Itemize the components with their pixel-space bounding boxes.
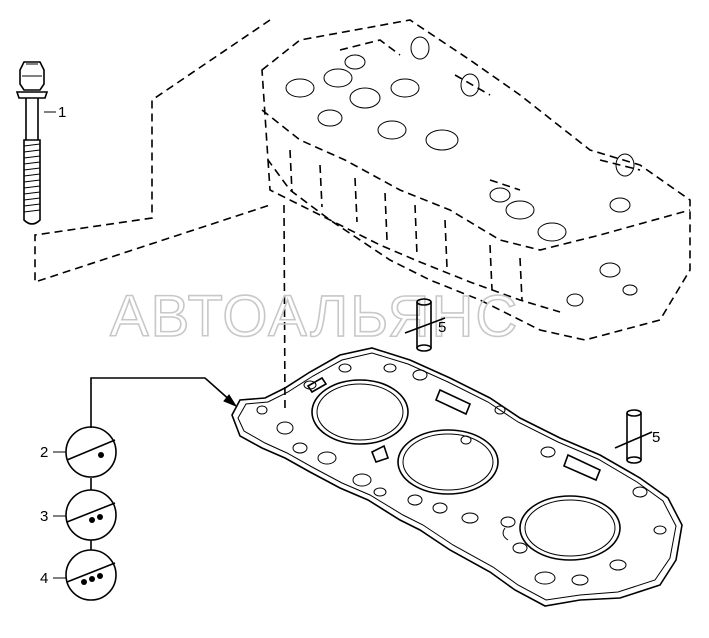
gasket-alignment-dashed bbox=[283, 204, 286, 411]
callout-ticks bbox=[53, 451, 66, 579]
watermark: АВТОАЛЬЯНС bbox=[110, 284, 519, 349]
callout-bolt: 1 bbox=[58, 104, 66, 121]
callout-dowel-lower: 5 bbox=[652, 429, 660, 446]
cylinder-head bbox=[261, 19, 691, 341]
gasket-variant-detail-1hole bbox=[65, 426, 117, 478]
gasket-variant-detail-2hole bbox=[65, 489, 117, 541]
callout-variant-b: 3 bbox=[40, 508, 48, 525]
variant-leader bbox=[90, 377, 233, 428]
dowel-pin-lower bbox=[614, 409, 653, 464]
gasket-variant-detail-3hole bbox=[65, 549, 117, 601]
dowel-pin-upper bbox=[404, 298, 446, 352]
cylinder-head-bolt bbox=[15, 61, 56, 225]
leader-arrowhead bbox=[223, 394, 238, 408]
bolt-leader-dashed bbox=[34, 19, 271, 284]
cylinder-head-gasket bbox=[231, 347, 683, 607]
callout-variant-a: 2 bbox=[40, 444, 48, 461]
callout-dowel-upper: 5 bbox=[438, 319, 446, 336]
callout-variant-c: 4 bbox=[40, 570, 48, 587]
